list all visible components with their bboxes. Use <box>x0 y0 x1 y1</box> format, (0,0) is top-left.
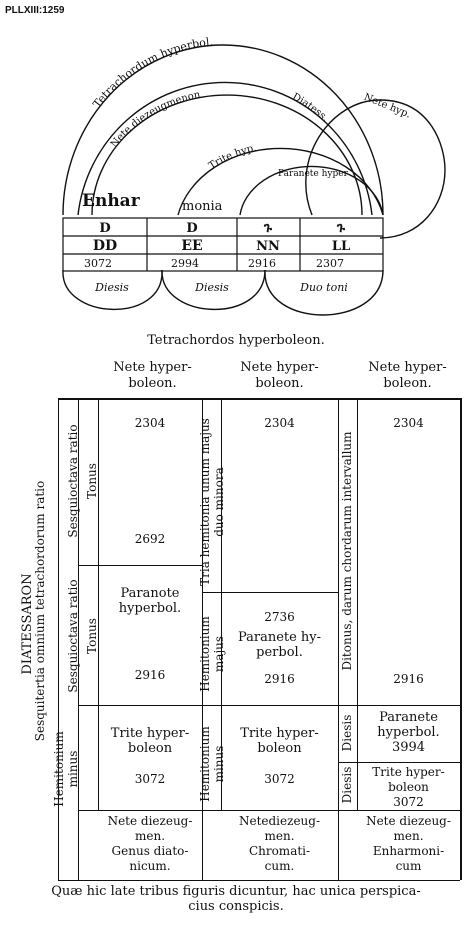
footer-note: Quæ hic late tribus figuris dicuntur, ha… <box>51 884 421 914</box>
caption: Tetrachordos hyperboleon. <box>147 333 325 348</box>
row-top-3: ጉ <box>263 221 273 236</box>
column-header-2: Nete hyper- boleon. <box>240 360 319 391</box>
column-header-3: Nete hyper- boleon. <box>368 360 447 391</box>
arc-label-paranete: Paranete hyper <box>278 169 349 179</box>
page-identifier: PLLXIII:1259 <box>5 5 65 16</box>
enharmonia-label-2: monia <box>182 199 223 214</box>
row-middle-2: EE <box>181 238 202 254</box>
col3-value-2304: 2304 <box>393 416 424 430</box>
arc-label-nete-diezeugmenon: Nete diezeugmenon <box>109 89 202 149</box>
col3-genus: Nete diezeug- men. Enharmoni- cum <box>366 814 451 873</box>
col2-trite: Trite hyper- boleon <box>240 726 319 756</box>
tria-hemitonia-label: Tria hemitonia unum majus duo minora <box>198 418 226 586</box>
sesquioctava-ratio-label-2: Sesquioctava ratio <box>66 579 80 693</box>
diesis-label-2: Diesis <box>340 766 354 804</box>
bottom-arc-label-2: Diesis <box>194 281 229 294</box>
col1-value-2304: 2304 <box>134 416 166 430</box>
col1-value-3072: 3072 <box>134 772 166 786</box>
tonus-label-1: Tonus <box>85 463 99 499</box>
arc-label-trite-hyp: Trite hyp. <box>207 143 258 172</box>
row-number-1: 3072 <box>84 257 112 270</box>
tonus-label-2: Tonus <box>85 618 99 654</box>
row-number-4: 2307 <box>316 257 344 270</box>
col2-value-2304: 2304 <box>264 416 295 430</box>
col3-paranete: Paranete hyperbol. 3994 <box>377 710 440 755</box>
col2-value-2916: 2916 <box>264 672 295 686</box>
hemitonium-minus-label: Hemitonium minus <box>52 731 80 807</box>
sesquioctava-ratio-label-1: Sesquioctava ratio <box>66 424 80 538</box>
row-top-4: ጉ <box>336 221 346 236</box>
row-middle-3: NN <box>256 239 280 254</box>
bottom-arc-label-3: Duo toni <box>299 281 348 294</box>
sesquitertia-label: Sesquitertia omnium tetrachordorum ratio <box>33 480 47 742</box>
arc-label-diatessaron: Diatess. <box>290 91 330 124</box>
col2-paranete: Paranete hy- perbol. <box>237 630 322 660</box>
enharmonia-label-1: Enhar <box>82 191 141 211</box>
col1-genus: Nete diezeug- men. Genus diato- nicum. <box>107 814 193 873</box>
col1-trite: Trite hyper- boleon <box>110 726 190 756</box>
row-number-2: 2994 <box>171 257 199 270</box>
col2-value-3072: 3072 <box>264 772 295 786</box>
bottom-arc-label-1: Diesis <box>94 281 129 294</box>
arc-label-nete-hyp: Nete hyp. <box>362 92 412 121</box>
column-header-1: Nete hyper- boleon. <box>113 360 192 391</box>
row-middle-1: DD <box>93 238 117 254</box>
col2-value-2736: 2736 <box>264 610 295 624</box>
col1-value-2916: 2916 <box>134 668 166 682</box>
row-middle-4: LL <box>332 239 350 254</box>
arc-diagram: Tetrachordum hyperbol. Diatess. Nete die… <box>62 35 446 316</box>
col3-trite: Trite hyper- boleon 3072 <box>372 765 445 809</box>
col1-paranote: Paranote hyperbol. <box>118 586 182 616</box>
col3-value-2916: 2916 <box>393 672 424 686</box>
col2-genus: Netediezeug- men. Chromati- cum. <box>238 814 321 873</box>
ditonus-label: Ditonus, darum chordarum intervallum <box>340 431 354 671</box>
row-number-3: 2916 <box>248 257 276 270</box>
row-top-2: D <box>186 221 197 236</box>
diesis-label-1: Diesis <box>340 714 354 752</box>
col1-value-2692: 2692 <box>134 532 166 546</box>
row-top-1: D <box>99 221 110 236</box>
